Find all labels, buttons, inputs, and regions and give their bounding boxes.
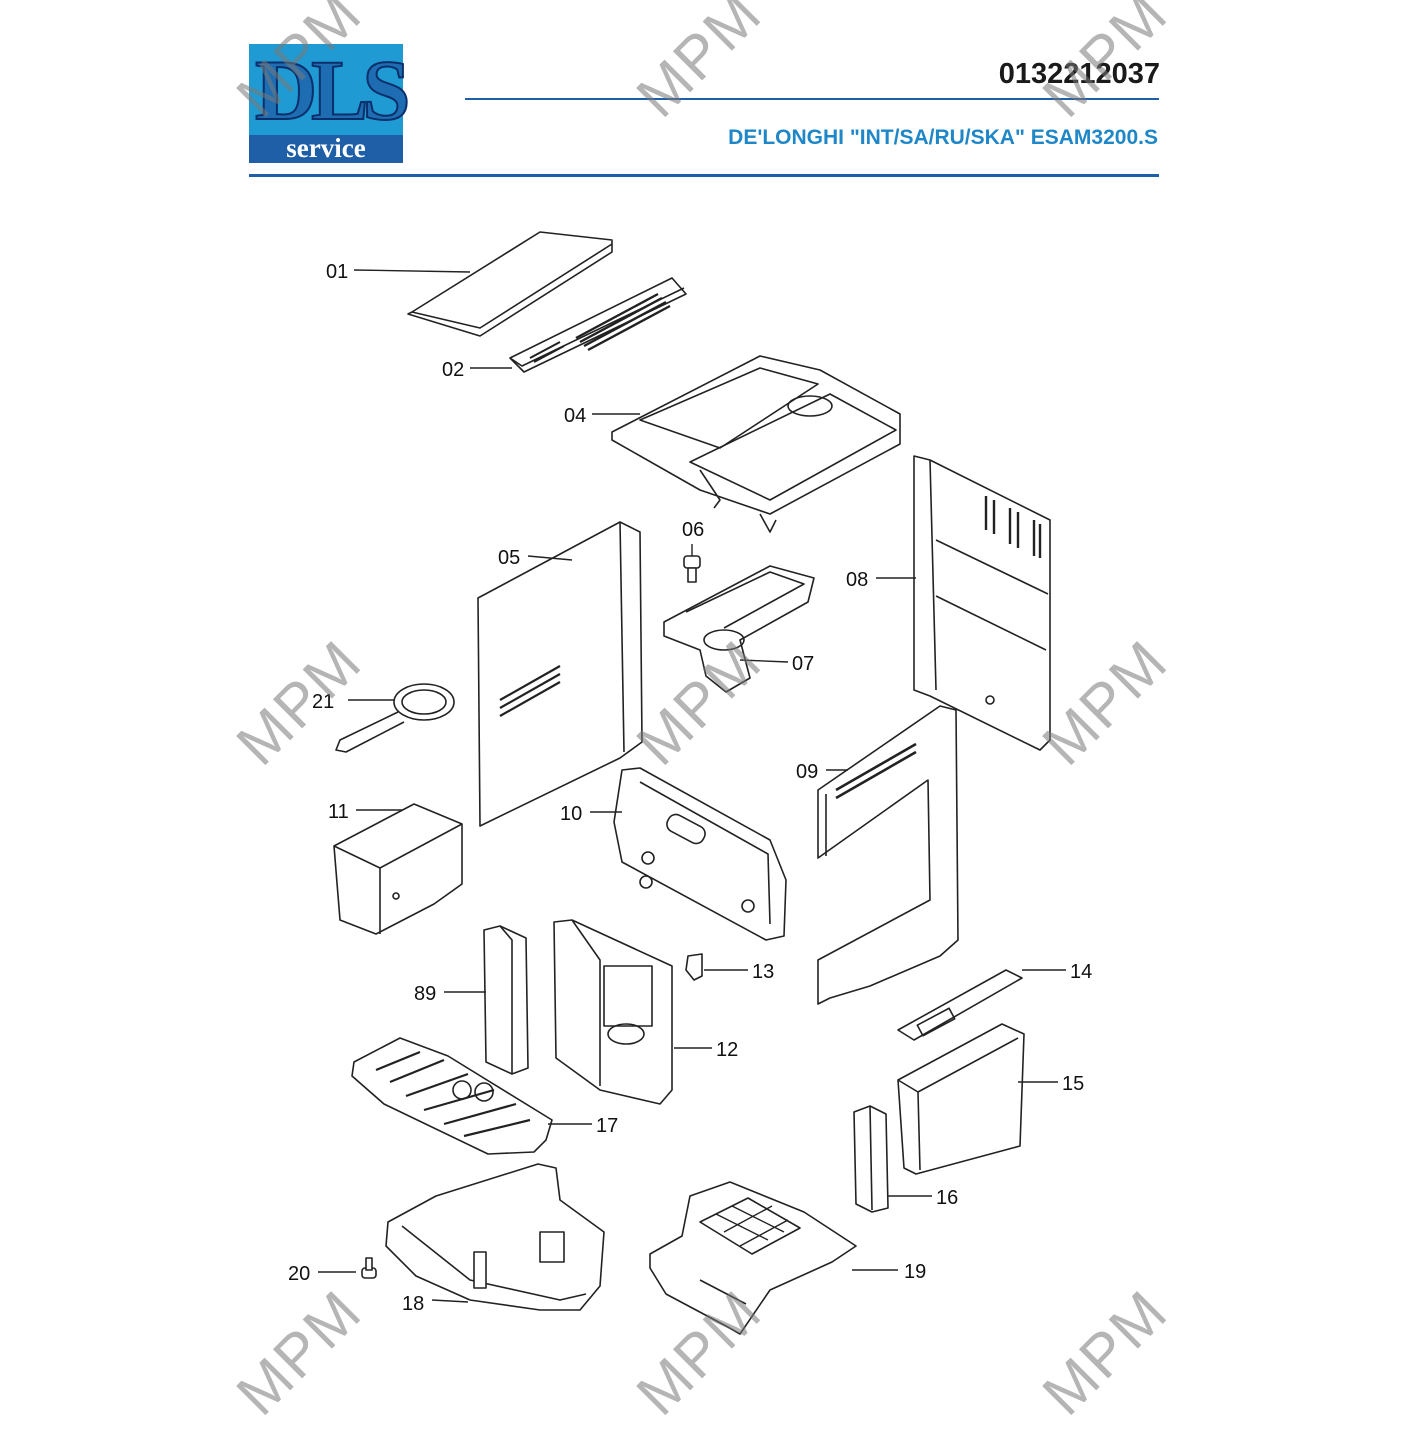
part-label-09: 09 bbox=[796, 761, 818, 783]
part-label-04: 04 bbox=[564, 405, 586, 427]
part-18-base-tray bbox=[385, 1163, 605, 1311]
part-label-16: 16 bbox=[936, 1187, 958, 1209]
part-label-01: 01 bbox=[326, 261, 348, 283]
part-19-base-chassis bbox=[649, 1181, 857, 1335]
part-label-15: 15 bbox=[1062, 1073, 1084, 1095]
part-01-lid bbox=[407, 231, 613, 337]
document-code: 0132212037 bbox=[998, 58, 1160, 90]
part-21-measuring-scoop bbox=[335, 683, 455, 753]
dls-service-logo: DLS service bbox=[249, 42, 411, 163]
part-20-foot bbox=[361, 1257, 377, 1279]
part-label-08: 08 bbox=[846, 569, 868, 591]
part-09-right-side-panel bbox=[817, 705, 959, 1005]
part-label-07: 07 bbox=[792, 653, 814, 675]
part-label-11: 11 bbox=[328, 801, 349, 823]
part-12-front-module bbox=[553, 919, 673, 1105]
part-label-14: 14 bbox=[1070, 961, 1092, 983]
part-label-18: 18 bbox=[402, 1293, 424, 1315]
part-08-rear-panel bbox=[913, 455, 1051, 751]
part-05-left-side-panel bbox=[477, 521, 643, 827]
header-rule-top bbox=[465, 98, 1159, 100]
part-10-control-panel bbox=[613, 767, 787, 941]
part-label-89: 89 bbox=[414, 983, 436, 1005]
part-04-top-frame bbox=[611, 355, 901, 533]
logo-subtext: service bbox=[249, 135, 403, 163]
part-label-13: 13 bbox=[752, 961, 774, 983]
part-label-12: 12 bbox=[716, 1039, 738, 1061]
header-rule-bottom bbox=[249, 174, 1159, 177]
part-label-17: 17 bbox=[596, 1115, 618, 1137]
part-14-tray-cover bbox=[897, 969, 1023, 1041]
part-13-clip bbox=[685, 953, 703, 981]
part-06-knob bbox=[683, 555, 701, 583]
part-02-vent-strip bbox=[509, 277, 687, 373]
part-labels: 01 02 04 05 06 07 08 09 10 11 12 13 14 1… bbox=[288, 261, 1092, 1315]
part-label-05: 05 bbox=[498, 547, 520, 569]
part-17-drip-grid bbox=[351, 1037, 553, 1155]
part-89-side-trim bbox=[483, 925, 529, 1075]
logo-text: DLS bbox=[254, 42, 411, 138]
part-label-20: 20 bbox=[288, 1263, 310, 1285]
part-label-10: 10 bbox=[560, 803, 582, 825]
part-15-drip-box bbox=[897, 1023, 1025, 1175]
part-11-water-tank bbox=[333, 803, 463, 935]
part-label-19: 19 bbox=[904, 1261, 926, 1283]
part-07-tray-funnel bbox=[663, 565, 815, 693]
part-label-21: 21 bbox=[312, 691, 334, 713]
part-label-06: 06 bbox=[682, 519, 704, 541]
model-title: DE'LONGHI "INT/SA/RU/SKA" ESAM3200.S bbox=[728, 126, 1158, 149]
part-16-side-strip bbox=[853, 1105, 889, 1213]
part-label-02: 02 bbox=[442, 359, 464, 381]
